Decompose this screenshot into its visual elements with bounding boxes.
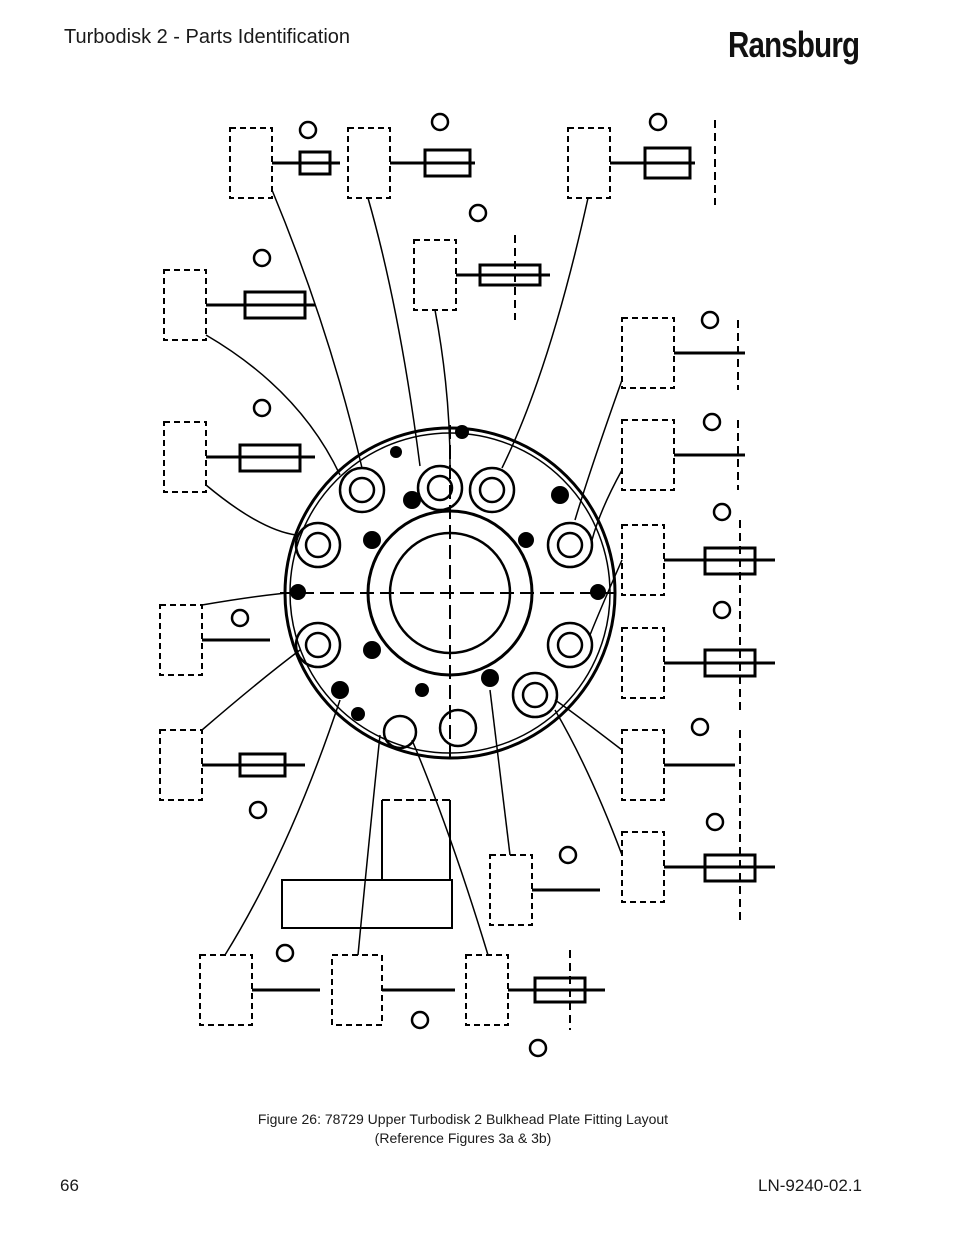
plate-fittings: [294, 464, 594, 750]
drawing-boxes: [281, 120, 741, 1030]
page-header-title: Turbodisk 2 - Parts Identification: [64, 26, 351, 48]
ransburg-logo: Ransburg: [728, 24, 860, 65]
fitting-callout-balloons: [230, 112, 732, 1058]
caption-line-2: (Reference Figures 3a & 3b): [374, 1130, 552, 1146]
plate-small-ports: [290, 425, 606, 721]
page-number: 66: [60, 1176, 79, 1195]
document-number: LN-9240-02.1: [758, 1176, 862, 1195]
caption-line-1: Figure 26: 78729 Upper Turbodisk 2 Bulkh…: [257, 1111, 669, 1127]
figure-caption: Figure 26: 78729 Upper Turbodisk 2 Bulkh…: [0, 1110, 926, 1148]
fitting-connectors: [202, 146, 775, 1004]
bulkhead-plate-drawing: [150, 110, 800, 1070]
